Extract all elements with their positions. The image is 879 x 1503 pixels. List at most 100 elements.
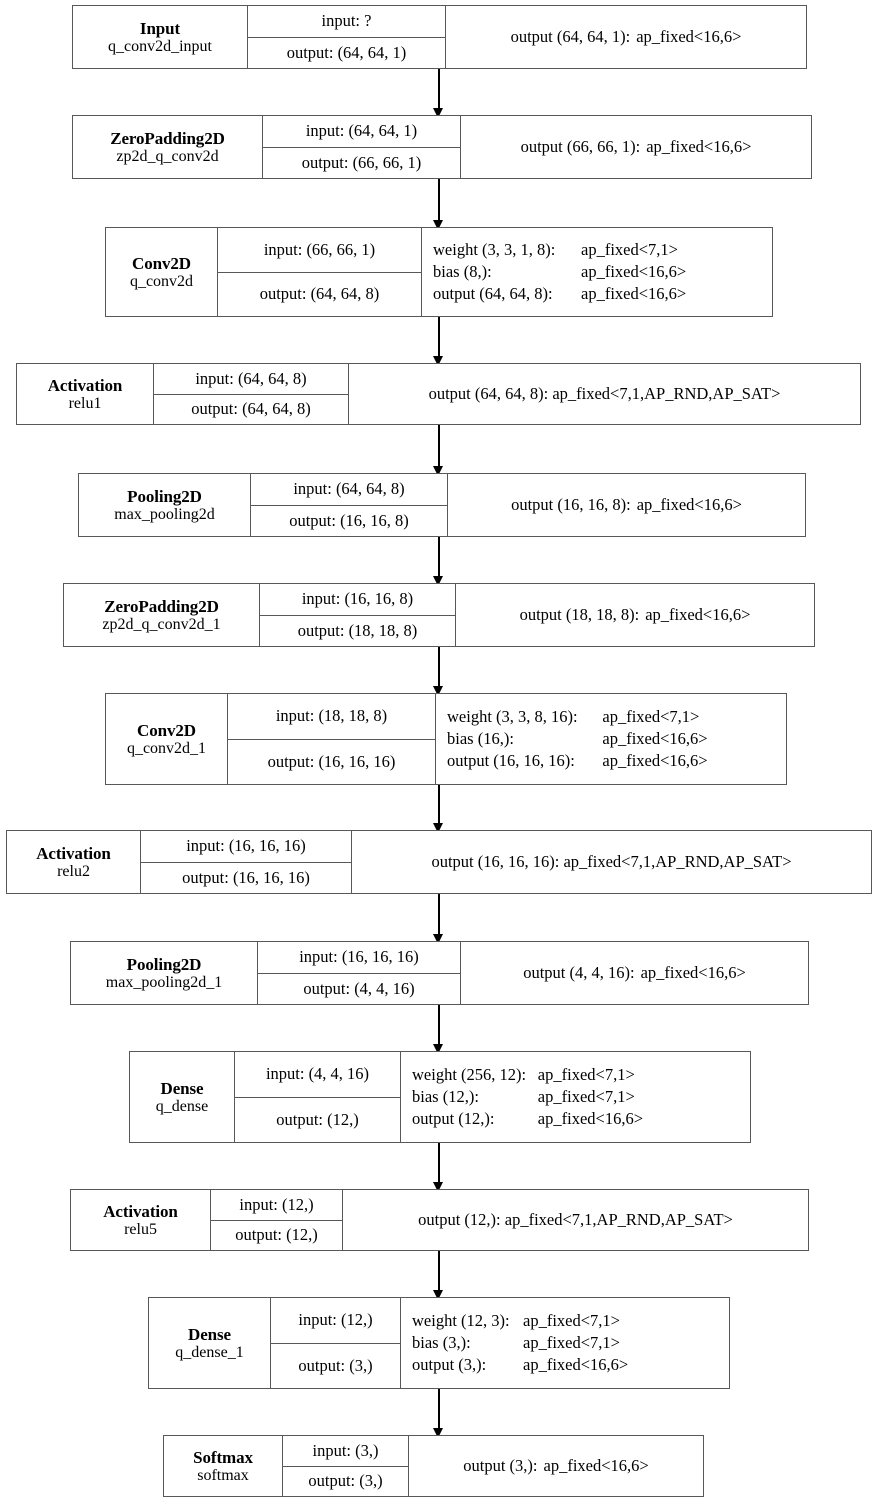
layer-instance-label: q_conv2d_input	[108, 37, 212, 55]
layer-class-label: Softmax	[193, 1447, 253, 1467]
layer-class-label: Conv2D	[132, 253, 191, 273]
precision-label: output (16, 16, 16):	[447, 750, 575, 770]
precision-line: output (64, 64, 1):ap_fixed<16,6>	[511, 26, 742, 48]
precision-type: ap_fixed<16,6>	[646, 137, 752, 157]
layer-precision-cell: output (18, 18, 8):ap_fixed<16,6>	[456, 584, 814, 646]
layer-instance-label: zp2d_q_conv2d	[116, 147, 219, 165]
layer-precision-cell: output (3,):ap_fixed<16,6>	[409, 1436, 703, 1496]
precision-line: output (18, 18, 8):ap_fixed<16,6>	[520, 604, 751, 626]
precision-line: bias (3,):ap_fixed<7,1>	[412, 1332, 718, 1354]
precision-label: output (16, 16, 16): ap_fixed<7,1,AP_RND…	[431, 852, 792, 872]
precision-label: output (64, 64, 8):	[433, 283, 553, 303]
layer-io-cell: input: ?output: (64, 64, 1)	[248, 6, 446, 68]
layer-output-shape: output: (3,)	[298, 1355, 373, 1375]
arrowhead-icon-7	[433, 934, 443, 944]
edge-connector-0	[438, 69, 440, 108]
precision-line: output (64, 64, 8):ap_fixed<16,6>	[433, 283, 761, 305]
layer-instance-label: max_pooling2d	[114, 505, 215, 523]
precision-line: weight (3, 3, 1, 8):ap_fixed<7,1>	[433, 239, 761, 261]
precision-label: weight (12, 3):	[412, 1311, 510, 1331]
layer-instance-label: max_pooling2d_1	[105, 973, 223, 991]
precision-label: weight (256, 12):	[412, 1065, 527, 1085]
layer-precision-cell: output (64, 64, 1):ap_fixed<16,6>	[446, 6, 806, 68]
layer-precision-cell: output (64, 64, 8): ap_fixed<7,1,AP_RND,…	[349, 364, 860, 424]
precision-label: output (12,):	[412, 1108, 495, 1128]
precision-line: output (12,): ap_fixed<7,1,AP_RND,AP_SAT…	[418, 1209, 733, 1231]
precision-line: output (16, 16, 16): ap_fixed<7,1,AP_RND…	[431, 851, 791, 873]
layer-class-label: Conv2D	[137, 720, 196, 740]
layer-precision-cell: output (66, 66, 1):ap_fixed<16,6>	[461, 116, 811, 178]
layer-io-cell: input: (16, 16, 8)output: (18, 18, 8)	[260, 584, 456, 646]
arrowhead-icon-8	[433, 1044, 443, 1054]
precision-type: ap_fixed<16,6>	[537, 1108, 644, 1128]
layer-input-shape: input: (64, 64, 8)	[251, 474, 447, 506]
precision-type: ap_fixed<7,1>	[581, 240, 678, 260]
edge-connector-4	[438, 537, 440, 576]
layer-class-label: Dense	[188, 1324, 231, 1344]
layer-instance-label: relu2	[57, 862, 90, 880]
layer-output-shape: output: (64, 64, 8)	[259, 284, 380, 304]
layer-output-shape: output: (12,)	[235, 1225, 318, 1245]
layer-input-shape: input: (16, 16, 8)	[260, 584, 455, 616]
layer-io-cell: input: (16, 16, 16)output: (16, 16, 16)	[141, 831, 352, 893]
precision-type: ap_fixed<16,6>	[543, 1456, 649, 1476]
arrowhead-icon-4	[433, 576, 443, 586]
precision-label: bias (12,):	[412, 1087, 479, 1107]
precision-line: output (3,):ap_fixed<16,6>	[463, 1455, 648, 1477]
precision-label: output (16, 16, 8):	[511, 495, 631, 515]
layer-class-label: Dense	[160, 1078, 204, 1098]
layer-output-shape: output: (66, 66, 1)	[301, 152, 422, 172]
precision-label: output (64, 64, 1):	[510, 27, 631, 47]
layer-class-label: Activation	[47, 375, 123, 395]
layer-input-shape: input: (64, 64, 8)	[154, 364, 348, 395]
arrowhead-icon-1	[433, 220, 443, 230]
layer-instance-label: relu5	[124, 1220, 157, 1238]
precision-label: weight (3, 3, 8, 16):	[447, 707, 578, 727]
layer-input-shape: input: (64, 64, 1)	[263, 116, 460, 148]
layer-input-shape: input: (12,)	[271, 1298, 400, 1344]
layer-input-shape: input: (12,)	[211, 1190, 342, 1221]
precision-line: output (12,): ap_fixed<16,6>	[412, 1108, 739, 1130]
layer-instance-label: q_dense_1	[175, 1343, 244, 1361]
layer-input-shape: input: (3,)	[283, 1436, 408, 1467]
layer-input-shape: input: (4, 4, 16)	[235, 1052, 400, 1098]
layer-input-shape: input: (18, 18, 8)	[228, 694, 435, 740]
layer-input-shape: input: (16, 16, 16)	[141, 831, 351, 863]
precision-label: output (18, 18, 8):	[519, 605, 640, 625]
layer-precision-cell: weight (256, 12):ap_fixed<7,1>bias (12,)…	[401, 1052, 750, 1142]
precision-type: ap_fixed<16,6>	[581, 262, 687, 282]
edge-connector-9	[438, 1143, 440, 1182]
precision-label: output (12,): ap_fixed<7,1,AP_RND,AP_SAT…	[418, 1210, 733, 1230]
precision-line: weight (256, 12):ap_fixed<7,1>	[412, 1064, 739, 1086]
precision-type: ap_fixed<16,6>	[602, 729, 708, 749]
layer-precision-cell: weight (3, 3, 8, 16):ap_fixed<7,1>bias (…	[436, 694, 786, 784]
precision-type: ap_fixed<7,1>	[523, 1333, 620, 1353]
layer-precision-cell: weight (12, 3): ap_fixed<7,1>bias (3,):ap…	[401, 1298, 729, 1388]
layer-io-cell: input: (18, 18, 8)output: (16, 16, 16)	[228, 694, 436, 784]
precision-label: output (3,):	[463, 1456, 538, 1476]
precision-type: ap_fixed<16,6>	[645, 605, 751, 625]
precision-line: bias (12,):ap_fixed<7,1>	[412, 1086, 739, 1108]
precision-line: output (4, 4, 16):ap_fixed<16,6>	[523, 962, 746, 984]
arrowhead-icon-10	[433, 1290, 443, 1300]
